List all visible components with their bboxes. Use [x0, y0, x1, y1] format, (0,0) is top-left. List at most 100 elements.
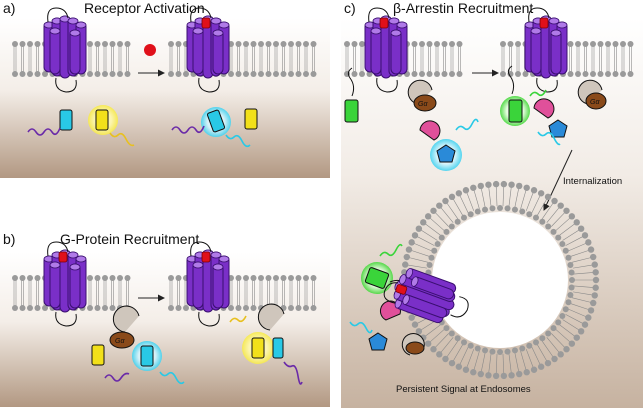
g-beta-cyan-a-right [207, 109, 225, 133]
lipid-head [567, 41, 574, 47]
g-alpha-label-c-right: Gα [590, 99, 600, 106]
lipid-head [507, 71, 514, 77]
lipid-head [539, 218, 546, 225]
helix-top [218, 255, 230, 263]
lipid-tail [573, 272, 594, 275]
lipid-head [288, 275, 294, 281]
lipid-head [456, 71, 463, 77]
lipid-head [258, 71, 264, 77]
lipid-head [235, 305, 242, 311]
lipid-head [34, 41, 41, 47]
helix-top [399, 274, 407, 285]
helix-top [49, 261, 61, 269]
lipid-head [295, 305, 302, 311]
receptor-loop [55, 311, 77, 327]
lipid-head [34, 305, 41, 311]
receptor-loop [47, 241, 69, 257]
lipid-head [519, 345, 526, 352]
lipid-tail [531, 194, 541, 214]
lipid-tail [424, 223, 442, 236]
lipid-head [522, 71, 529, 77]
lipid-head [474, 345, 481, 352]
g-gamma-yellow-b-left [91, 344, 105, 366]
lipid-tail [536, 343, 548, 362]
lipid-head [424, 340, 432, 347]
lipid-head [168, 41, 174, 47]
lipid-head [243, 71, 249, 77]
lipid-head [467, 211, 474, 218]
lipid-tail [429, 328, 445, 343]
lipid-head [408, 239, 415, 246]
lipid-tail [536, 198, 548, 217]
helix-top [212, 29, 224, 37]
receptor-a-inactive [43, 7, 87, 93]
g-alpha-brown-c-right [585, 92, 607, 110]
lipid-head [280, 41, 287, 47]
lipid-head [288, 41, 294, 47]
lipid-head [411, 232, 419, 239]
g-alpha-brown-c-left [413, 94, 437, 112]
lipid-head [12, 275, 18, 281]
lipid-tail [466, 192, 475, 211]
lipid-head [19, 41, 26, 47]
lipid-tail [408, 257, 429, 263]
lipid-head [27, 41, 33, 47]
endosome-lumen [432, 212, 568, 348]
lipid-head [516, 182, 523, 190]
lipid-tail [531, 346, 541, 366]
receptor-helix [192, 261, 204, 309]
green-biosensor-endo [364, 267, 390, 289]
lipid-head [102, 41, 108, 47]
lipid-head [295, 71, 302, 77]
lipid-head [530, 187, 538, 194]
lipid-tail [416, 236, 435, 246]
g-beta-gray-c-left [407, 79, 433, 105]
purple-squiggle-a-right [171, 125, 205, 134]
lipid-head [175, 71, 182, 77]
lipid-head [42, 305, 48, 311]
lipid-head [415, 225, 423, 232]
lipid-head [27, 305, 33, 311]
lipid-head [265, 41, 272, 47]
lipid-head [434, 41, 440, 47]
receptor-helix [49, 261, 61, 309]
lipid-head [563, 346, 570, 353]
receptor-helix [49, 27, 61, 75]
lipid-head [539, 335, 546, 342]
g-gamma-yellow-b-right [251, 337, 265, 359]
lipid-head [545, 223, 552, 230]
receptor-helix [212, 263, 224, 309]
lipid-head [434, 71, 440, 77]
lipid-head [124, 41, 131, 47]
lipid-tail [473, 189, 480, 210]
lipid-head [430, 207, 437, 214]
lipid-head [575, 71, 581, 77]
lipid-head [581, 232, 589, 239]
lipid-tail [420, 229, 438, 241]
lipid-head [567, 71, 574, 77]
cyan-squiggle-endo [349, 321, 373, 334]
lipid-head [411, 321, 419, 328]
purple-squiggle-a-left [27, 127, 61, 136]
helix-top [396, 21, 408, 29]
lipid-head [265, 71, 272, 77]
lipid-tail [562, 319, 580, 331]
lipid-head [455, 190, 463, 197]
lipid-head [563, 207, 570, 214]
receptor-c-right [524, 7, 568, 93]
lipid-head [462, 187, 470, 194]
g-alpha-brown-endo [405, 341, 425, 355]
bound-ligand [379, 17, 389, 29]
lipid-tail [558, 324, 576, 337]
lipid-tail [520, 189, 527, 210]
lipid-head [12, 305, 18, 311]
cyan-squiggle-a [225, 134, 251, 148]
lipid-head [582, 71, 589, 77]
lipid-head [573, 219, 580, 226]
lipid-tail [555, 328, 571, 343]
lipid-head [508, 181, 515, 188]
lipid-tail [434, 333, 449, 349]
lipid-head [359, 41, 365, 47]
lipid-tail [407, 264, 428, 269]
lipid-head [544, 359, 552, 367]
